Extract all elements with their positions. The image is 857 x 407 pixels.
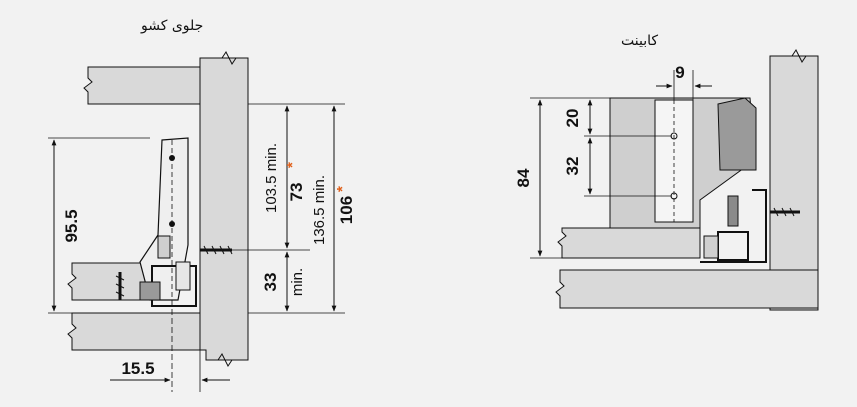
dim-95-5: 95.5 [62,209,81,242]
drawer-base-block [67,262,151,301]
dim-103-5: 103.5 min. [263,143,280,213]
dim-15-5: 15.5 [121,359,154,378]
dim-84: 84 [514,168,533,187]
front-bracket [139,137,189,301]
cabinet-side-panel [769,55,819,311]
dim-33: 33 [261,273,280,292]
upper-shelf [83,66,203,105]
dim-106-star: * [334,186,351,192]
dim-73: 73 [287,183,306,202]
dim-73-star: * [284,162,301,168]
dim-106: 106 [337,196,356,224]
dim-20: 20 [563,109,582,128]
cabinet-bottom-panel [555,269,819,309]
drawer-bottom-panel [67,312,201,351]
drawer-front-panel [199,57,249,361]
dim-136-5: 136.5 min. [311,175,328,245]
drawer-front-title: جلوی کشو [141,18,204,34]
dim-32: 32 [563,157,582,176]
drawer-floor [557,227,701,259]
dim-9: 9 [675,63,684,82]
dim-33-min: min. [289,268,306,296]
cabinet-title: کابینت [621,33,659,49]
